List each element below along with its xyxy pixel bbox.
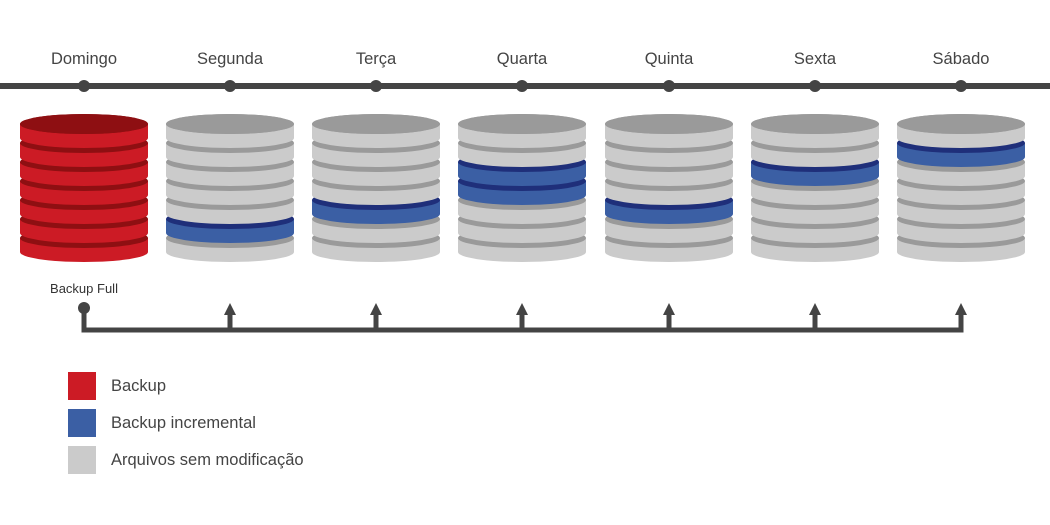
disk-lid: [751, 114, 879, 134]
timeline-dot: [78, 80, 90, 92]
legend: Backup Backup incremental Arquivos sem m…: [68, 372, 304, 483]
disk-stack: [20, 114, 148, 262]
legend-item-backup: Backup: [68, 372, 304, 400]
legend-item-incremental: Backup incremental: [68, 409, 304, 437]
day-label: Quarta: [497, 50, 548, 68]
disk-stack: [605, 114, 733, 262]
disk-lid: [458, 114, 586, 134]
timeline-dot: [224, 80, 236, 92]
disk-lid: [20, 114, 148, 134]
timeline-dot: [809, 80, 821, 92]
disk-stack: [751, 114, 879, 262]
disk-stack: [458, 114, 586, 262]
legend-swatch-incremental: [68, 409, 96, 437]
arrow-head: [663, 303, 675, 315]
disk-lid: [605, 114, 733, 134]
legend-swatch-backup: [68, 372, 96, 400]
disk-stack: [897, 114, 1025, 262]
legend-swatch-unmodified: [68, 446, 96, 474]
backup-full-caption: Backup Full: [50, 281, 118, 296]
disk-stack: [166, 114, 294, 262]
timeline-dot: [516, 80, 528, 92]
arrow-head: [516, 303, 528, 315]
day-label: Domingo: [51, 50, 117, 68]
day-label: Sábado: [933, 50, 990, 68]
arrow-head: [224, 303, 236, 315]
arrow-head: [809, 303, 821, 315]
arrow-head: [370, 303, 382, 315]
disk-stack: [312, 114, 440, 262]
disk-lid: [166, 114, 294, 134]
day-label: Sexta: [794, 50, 837, 68]
legend-label: Backup: [111, 376, 167, 395]
day-label: Segunda: [197, 50, 264, 68]
arrow-head: [955, 303, 967, 315]
disk-lid: [312, 114, 440, 134]
legend-label: Backup incremental: [111, 413, 256, 432]
legend-item-unmodified: Arquivos sem modificação: [68, 446, 304, 474]
connector-start-dot: [78, 302, 90, 314]
disk-lid: [897, 114, 1025, 134]
timeline-dot: [370, 80, 382, 92]
day-label: Terça: [356, 50, 397, 68]
legend-label: Arquivos sem modificação: [111, 450, 304, 469]
timeline-dot: [955, 80, 967, 92]
timeline-dot: [663, 80, 675, 92]
day-label: Quinta: [645, 50, 694, 68]
